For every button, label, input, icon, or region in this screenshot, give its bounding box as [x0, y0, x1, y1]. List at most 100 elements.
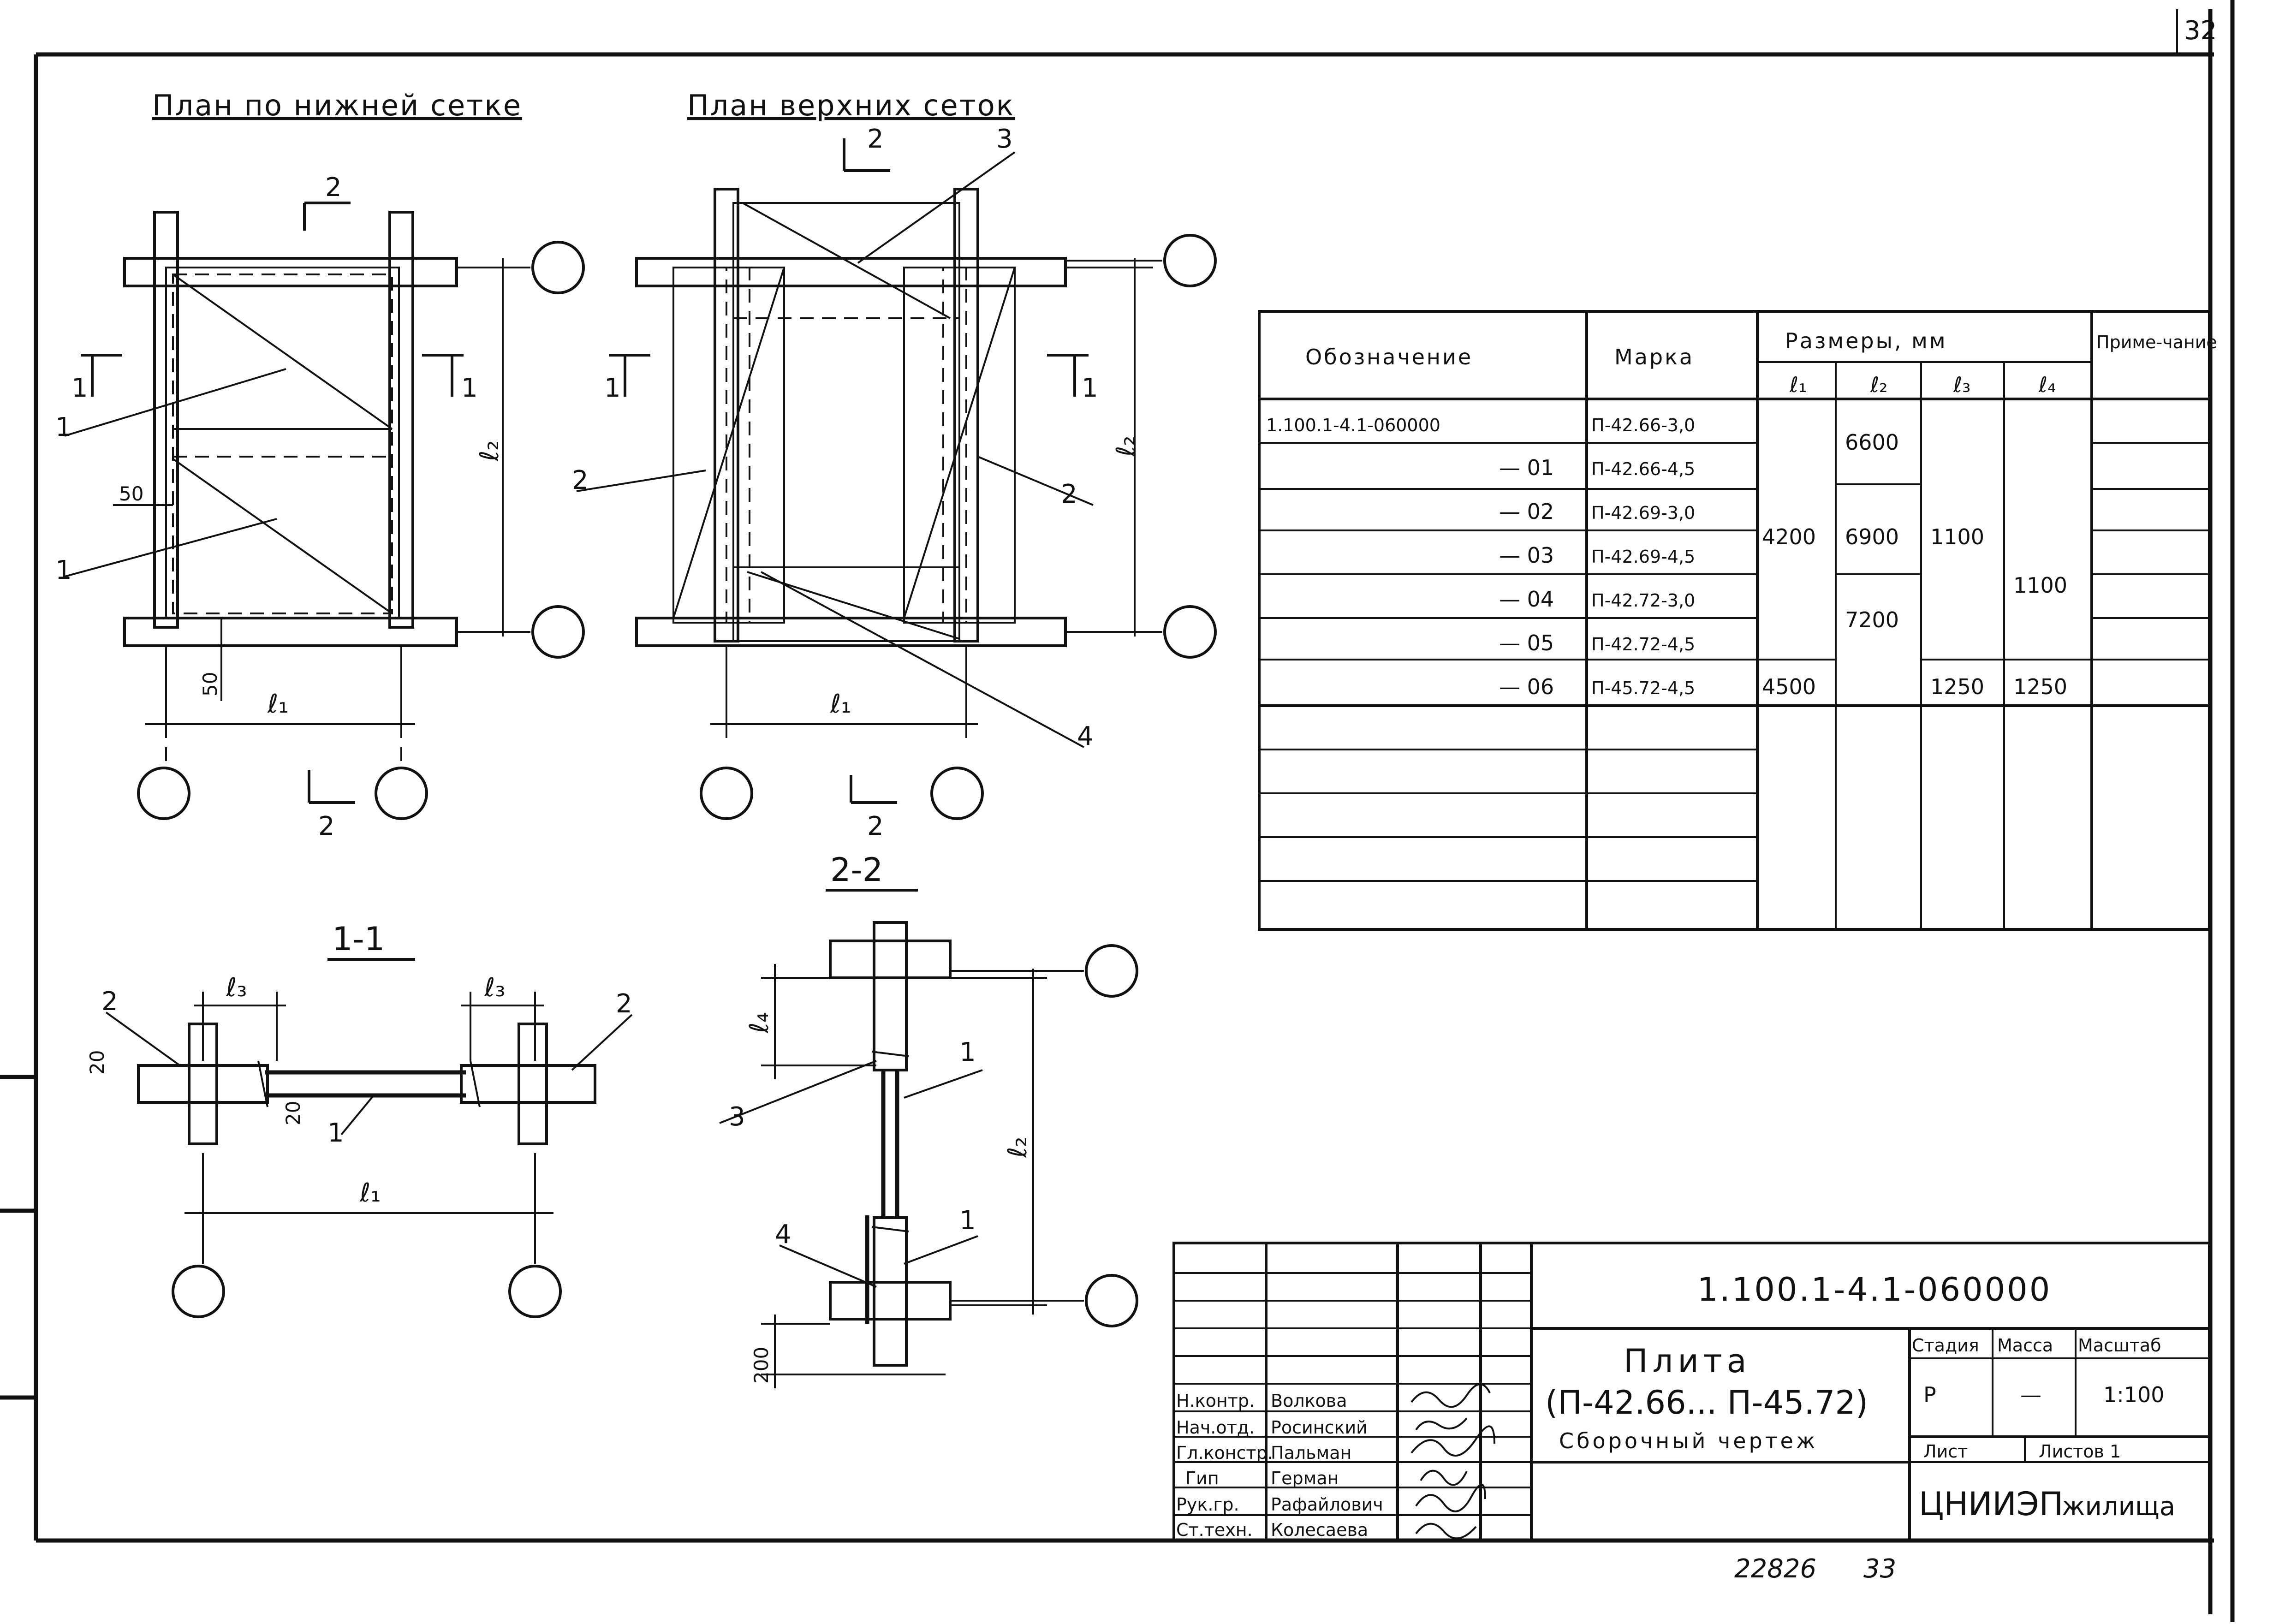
pos-4-top-plan: 4 — [1077, 721, 1094, 751]
marks-range: (П-42.66... П-45.72) — [1545, 1384, 1868, 1422]
row-5-designation: — 05 — [1499, 631, 1554, 655]
cut-1-right-top: 1 — [1082, 373, 1098, 403]
person-name-1: Росинский — [1271, 1417, 1368, 1438]
person-name-3: Герман — [1271, 1468, 1339, 1488]
view-bottom-mesh-plan: План по нижней сетке 1 1 50 50 1 1 2 — [55, 89, 585, 841]
value-l4-1100: 1100 — [2013, 573, 2067, 598]
pos-1-lower: 1 — [55, 555, 72, 585]
row-3-mark: П-42.69-4,5 — [1591, 547, 1695, 567]
organization-sub: жилища — [2062, 1492, 2175, 1522]
col-header-designation: Обозначение — [1305, 345, 1473, 369]
person-role-5: Ст.техн. — [1176, 1520, 1253, 1540]
person-role-1: Нач.отд. — [1176, 1417, 1255, 1438]
person-role-3: Гип — [1185, 1468, 1219, 1488]
row-5-mark: П-42.72-4,5 — [1591, 634, 1695, 654]
document-code: 1.100.1-4.1-060000 — [1697, 1271, 2052, 1309]
value-l2-6900: 6900 — [1845, 524, 1899, 549]
section-22-title: 2-2 — [830, 851, 883, 889]
pos-3-section: 3 — [729, 1102, 745, 1132]
col-header-l3: ℓ₃ — [1953, 372, 1970, 397]
person-name-5: Колесаева — [1271, 1520, 1368, 1540]
row-6-mark: П-45.72-4,5 — [1591, 678, 1695, 698]
dim-l1-top-plan: ℓ₁ — [830, 689, 851, 719]
person-role-0: Н.контр. — [1176, 1391, 1255, 1411]
row-6-designation: — 06 — [1499, 674, 1554, 699]
dim-l2-top-plan: ℓ₂ — [1111, 435, 1141, 457]
pos-2-top-plan-left: 2 — [572, 465, 589, 495]
top-mesh-title: План верхних сеток — [687, 89, 1015, 122]
view-top-mesh-plan: План верхних сеток 3 2 2 4 2 1 1 — [572, 89, 1217, 841]
signatures — [1410, 1383, 1495, 1540]
dim-l3-right: ℓ₃ — [484, 973, 506, 1003]
stage-value: Р — [1923, 1382, 1936, 1407]
dim-50-left: 50 — [119, 482, 143, 505]
value-l3-1100: 1100 — [1930, 524, 1984, 549]
col-header-l1: ℓ₁ — [1789, 372, 1807, 397]
cut-2-bottom-top: 2 — [867, 811, 884, 841]
view-section-2-2: 2-2 ℓ₄ ℓ₂ 200 3 1 4 1 — [719, 851, 1138, 1388]
mass-label: Масса — [1997, 1335, 2053, 1356]
col-header-mark: Марка — [1614, 345, 1694, 369]
dim-l1-bottom-plan: ℓ₁ — [267, 689, 289, 719]
row-2-designation: — 02 — [1499, 499, 1554, 524]
organization-main: ЦНИИЭП — [1919, 1485, 2063, 1523]
scale-value: 1:100 — [2103, 1382, 2165, 1407]
dim-l4: ℓ₄ — [744, 1012, 774, 1034]
person-name-0: Волкова — [1271, 1391, 1347, 1411]
pos-2-section-right: 2 — [616, 989, 632, 1019]
view-section-1-1: 1-1 ℓ₃ ℓ₃ ℓ₁ 20 20 2 2 1 — [86, 920, 633, 1318]
row-0-mark: П-42.66-3,0 — [1591, 415, 1695, 435]
pos-4-section: 4 — [775, 1219, 791, 1249]
person-role-4: Рук.гр. — [1176, 1494, 1239, 1515]
dim-200: 200 — [750, 1347, 773, 1384]
page-number: 32 — [2184, 16, 2217, 46]
value-l3-1250: 1250 — [1930, 674, 1984, 699]
pos-1-upper: 1 — [55, 412, 72, 442]
value-l2-7200: 7200 — [1845, 607, 1899, 632]
col-header-sizes: Размеры, мм — [1785, 328, 1947, 353]
dim-20-mid: 20 — [282, 1101, 304, 1125]
dim-l3-left: ℓ₃ — [226, 973, 247, 1003]
mass-value: — — [2020, 1382, 2041, 1407]
product-name: Плита — [1624, 1342, 1751, 1380]
cut-1-left-bottom: 1 — [71, 373, 88, 403]
cut-2-bottom-bottom: 2 — [318, 811, 335, 841]
stage-label: Стадия — [1912, 1335, 1979, 1356]
row-4-mark: П-42.72-3,0 — [1591, 590, 1695, 611]
bottom-number-left: 22826 — [1734, 1554, 1816, 1584]
spec-table: Обозначение Марка Размеры, мм Приме-чани… — [1258, 310, 2217, 931]
document-type: Сборочный чертеж — [1559, 1428, 1818, 1453]
sheet-frame — [0, 0, 2235, 1622]
dim-50-bottom: 50 — [199, 672, 221, 696]
title-block: 1.100.1-4.1-060000 Плита (П-42.66... П-4… — [1172, 1242, 2211, 1542]
pos-1-section-22-upper: 1 — [959, 1037, 976, 1067]
value-l2-6600: 6600 — [1845, 430, 1899, 455]
col-header-note: Приме-чание — [2096, 332, 2217, 352]
pos-2-section-left: 2 — [101, 987, 118, 1017]
pos-1-section-22-lower: 1 — [959, 1206, 976, 1236]
cut-2-top-bottom: 2 — [325, 173, 342, 202]
dim-20-left: 20 — [86, 1050, 108, 1075]
bottom-number-right: 33 — [1863, 1554, 1896, 1584]
row-1-mark: П-42.66-4,5 — [1591, 459, 1695, 479]
person-name-2: Пальман — [1271, 1443, 1351, 1463]
dim-l2-bottom-plan: ℓ₂ — [475, 440, 505, 462]
row-3-designation: — 03 — [1499, 543, 1554, 568]
pos-2-top-plan-right: 2 — [1061, 479, 1077, 509]
value-l4-1250: 1250 — [2013, 674, 2067, 699]
person-role-2: Гл.констр. — [1176, 1443, 1273, 1463]
sheets-label: Листов 1 — [2039, 1441, 2121, 1462]
row-1-designation: — 01 — [1499, 455, 1554, 480]
pos-1-section: 1 — [327, 1118, 344, 1148]
sheet-label: Лист — [1923, 1441, 1968, 1462]
row-4-designation: — 04 — [1499, 587, 1554, 612]
dim-l1-section: ℓ₁ — [359, 1178, 381, 1208]
pos-3-top-plan: 3 — [996, 124, 1013, 154]
cut-1-right-bottom: 1 — [461, 373, 478, 403]
col-header-l4: ℓ₄ — [2038, 372, 2056, 397]
section-11-title: 1-1 — [332, 920, 385, 958]
cut-1-left-top: 1 — [604, 373, 621, 403]
scale-label: Масштаб — [2078, 1335, 2161, 1356]
